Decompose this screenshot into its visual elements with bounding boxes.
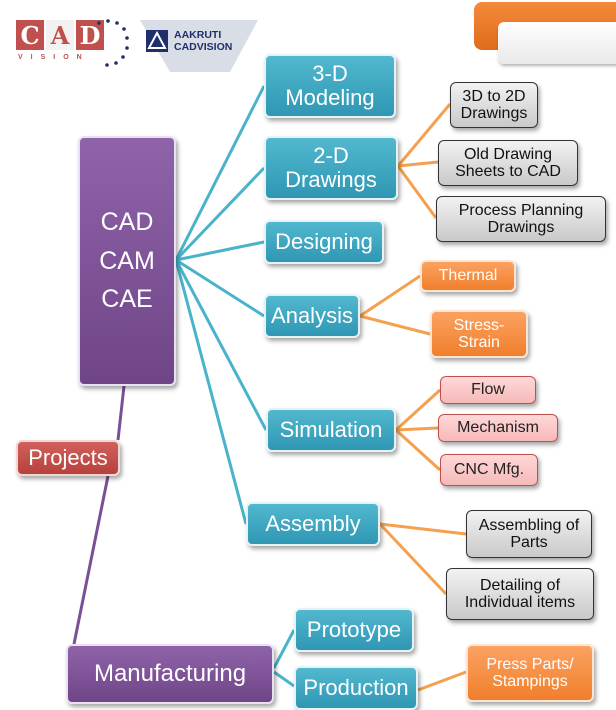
connector-cad-to-2d-drawings [174,166,266,262]
header-decor-panel [498,22,616,64]
connector-production-to-press [417,670,467,692]
node-production: Production [294,666,418,710]
connector-manufacturing-to-production [273,670,295,688]
cad-vision-logo: C A D VISION [14,18,130,70]
connector-assembly-to-detailing [378,522,448,596]
connector-cad-to-projects [116,385,126,441]
connector-projects-to-manufacturing [72,475,110,645]
node-assembling-of-parts: Assembling of Parts [466,510,592,558]
node-mechanism: Mechanism [438,414,558,442]
cad-logo-letter-a: A [46,20,74,50]
node-flow: Flow [440,376,536,404]
node-2d-drawings: 2-D Drawings [264,136,398,200]
star-ring-icon [97,19,129,67]
connector-assembly-to-assembling [379,522,467,536]
connector-manufacturing-to-prototype [272,629,296,669]
node-projects: Projects [16,440,120,476]
connector-simulation-to-mechanism [395,426,439,432]
node-designing: Designing [264,220,384,264]
node-analysis: Analysis [264,294,360,338]
connector-cad-to-designing [175,240,265,262]
node-3d-modeling: 3-D Modeling [264,54,396,118]
aakruti-logo-background [140,20,258,72]
node-stress-strain: Stress- Strain [430,310,528,358]
aakruti-cadvision-logo: AAKRUTI CADVISION [140,18,260,74]
node-simulation: Simulation [266,408,396,452]
node-old-drawing-sheets: Old Drawing Sheets to CAD [438,140,578,186]
connector-2d-to-process-planning [396,165,438,219]
node-thermal: Thermal [420,260,516,292]
node-3d-to-2d-drawings: 3D to 2D Drawings [450,82,538,128]
connector-2d-to-3d2d [396,103,452,167]
cad-logo-tagline: VISION [18,54,90,61]
connector-cad-to-simulation [174,259,268,431]
connector-analysis-to-stress [359,314,431,336]
connector-simulation-to-flow [394,388,442,432]
node-manufacturing: Manufacturing [66,644,274,704]
cad-logo-letter-d: D [76,20,104,50]
aakruti-logo-text: AAKRUTI CADVISION [174,29,233,54]
connector-simulation-to-cnc [394,428,442,472]
node-assembly: Assembly [246,502,380,546]
node-process-planning: Process Planning Drawings [436,196,606,242]
connector-cad-to-assembly [174,259,248,525]
aakruti-mark-icon [146,30,168,52]
node-cnc-mfg: CNC Mfg. [440,454,538,486]
connector-2d-to-old-drawing [397,160,439,168]
node-press-parts: Press Parts/ Stampings [466,644,594,702]
connector-cad-to-analysis [175,258,265,318]
node-prototype: Prototype [294,608,414,652]
cad-logo-letter-c: C [16,20,44,50]
node-cad-cam-cae: CAD CAM CAE [78,136,176,386]
connector-analysis-to-thermal [359,274,421,318]
node-detailing-of-items: Detailing of Individual items [446,568,594,620]
connector-cad-to-3d-modeling [174,85,266,261]
